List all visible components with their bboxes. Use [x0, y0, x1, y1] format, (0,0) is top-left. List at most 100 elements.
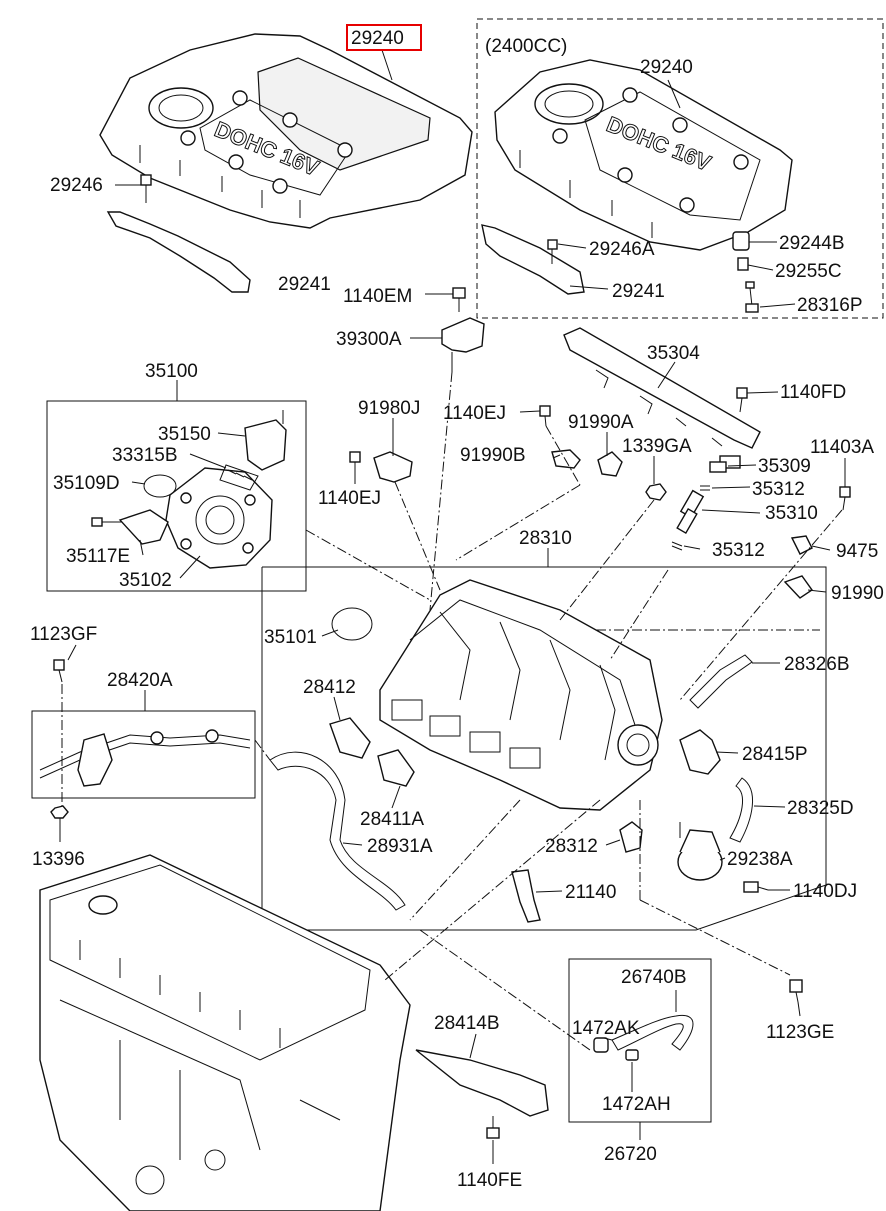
label-26720[interactable]: 26720: [604, 1144, 657, 1165]
engine-cover-alt[interactable]: DOHC 16V: [494, 59, 793, 251]
label-91990[interactable]: 91990: [831, 583, 884, 604]
fuel-rail-35304[interactable]: [563, 327, 761, 469]
label-1472AH[interactable]: 1472AH: [602, 1094, 671, 1115]
label-91980J[interactable]: 91980J: [358, 398, 420, 419]
bolt-28316P[interactable]: [745, 281, 759, 313]
bolt-1140FD[interactable]: [736, 387, 748, 413]
bolt-29246A[interactable]: [547, 239, 558, 264]
bolt-1140DJ[interactable]: [743, 881, 769, 893]
label-9475[interactable]: 9475: [836, 541, 878, 562]
label-35150[interactable]: 35150: [158, 424, 211, 445]
vacuum-pipe-28420A[interactable]: [39, 729, 251, 787]
label-35109D[interactable]: 35109D: [53, 473, 120, 494]
tps-35117E[interactable]: [91, 509, 169, 545]
fitting-1472AH[interactable]: [625, 1049, 639, 1061]
label-1472AK[interactable]: 1472AK: [572, 1018, 640, 1039]
label-1140DJ[interactable]: 1140DJ: [793, 881, 857, 902]
label-28412[interactable]: 28412: [303, 677, 356, 698]
label-28411A[interactable]: 28411A: [360, 809, 424, 830]
grommet-29244B[interactable]: [732, 231, 750, 251]
o-ring-35312-bottom[interactable]: [671, 541, 683, 551]
spacer-29255C[interactable]: [737, 257, 749, 271]
label-29241-left[interactable]: 29241: [278, 274, 331, 295]
label-91990A[interactable]: 91990A: [568, 412, 634, 433]
label-29255C[interactable]: 29255C: [775, 261, 842, 282]
bolt-11403A[interactable]: [839, 486, 851, 511]
sensor-28312[interactable]: [619, 821, 643, 853]
fitting-1472AK[interactable]: [593, 1037, 609, 1053]
gasket-33315B[interactable]: [219, 464, 259, 491]
intake-manifold-28310[interactable]: [379, 579, 663, 811]
label-1123GF[interactable]: 1123GF: [30, 624, 97, 645]
hose-28325D[interactable]: [729, 777, 754, 843]
label-28310[interactable]: 28310: [519, 528, 572, 549]
label-11403A[interactable]: 11403A: [810, 437, 874, 458]
bracket-9475[interactable]: [790, 535, 813, 555]
label-35309[interactable]: 35309: [758, 456, 811, 477]
nut-1339GA[interactable]: [645, 483, 667, 501]
label-28414B[interactable]: 28414B: [434, 1013, 500, 1034]
label-29241-right[interactable]: 29241: [612, 281, 665, 302]
bolt-1140EJ-left[interactable]: [349, 451, 361, 470]
bracket-91990B[interactable]: [551, 449, 581, 469]
label-35101[interactable]: 35101: [264, 627, 317, 648]
bolt-1123GE[interactable]: [789, 979, 803, 1003]
label-1140EM[interactable]: 1140EM: [343, 286, 412, 307]
hose-26740B[interactable]: [611, 1014, 694, 1051]
label-28316P[interactable]: 28316P: [797, 295, 863, 316]
label-35100[interactable]: 35100: [145, 361, 198, 382]
hose-28326B[interactable]: [689, 654, 753, 709]
hose-21140[interactable]: [511, 869, 541, 923]
label-29240-alt[interactable]: 29240: [640, 57, 693, 78]
actuator-29238A[interactable]: [677, 822, 723, 881]
label-29244B[interactable]: 29244B: [779, 233, 845, 254]
label-13396[interactable]: 13396: [32, 849, 85, 870]
label-35117E[interactable]: 35117E: [66, 546, 130, 567]
gasket-35101[interactable]: [331, 607, 373, 641]
label-29246[interactable]: 29246: [50, 175, 103, 196]
label-1123GE[interactable]: 1123GE: [766, 1022, 834, 1043]
label-28931A[interactable]: 28931A: [367, 836, 433, 857]
bolt-29246-left[interactable]: [140, 174, 152, 203]
o-ring-35312-top[interactable]: [700, 485, 710, 491]
label-35312-bottom[interactable]: 35312: [712, 540, 765, 561]
o-ring-35109D[interactable]: [143, 474, 177, 498]
label-26740B[interactable]: 26740B: [621, 967, 687, 988]
bracket-91980J[interactable]: [373, 451, 413, 483]
bolt-1140FE[interactable]: [486, 1116, 500, 1139]
hose-28931A[interactable]: [269, 751, 406, 911]
label-33315B[interactable]: 33315B: [112, 445, 178, 466]
label-35304[interactable]: 35304: [647, 343, 700, 364]
nut-13396[interactable]: [50, 805, 69, 819]
bolt-1140EM[interactable]: [452, 287, 466, 312]
engine-cover-main[interactable]: DOHC 16V: [99, 33, 473, 229]
label-highlighted-29240[interactable]: 29240: [351, 28, 404, 49]
valve-28415P[interactable]: [679, 729, 721, 775]
label-1140FD[interactable]: 1140FD: [780, 382, 846, 403]
label-21140[interactable]: 21140: [565, 882, 616, 903]
sensor-39300A[interactable]: [441, 317, 485, 372]
bolt-1140EJ-top[interactable]: [539, 405, 551, 427]
label-29246A[interactable]: 29246A: [589, 239, 655, 260]
label-28415P[interactable]: 28415P: [742, 744, 808, 765]
label-35102[interactable]: 35102: [119, 570, 172, 591]
label-1140FE[interactable]: 1140FE: [457, 1170, 522, 1191]
label-1140EJ-left[interactable]: 1140EJ: [318, 488, 381, 509]
bolt-1123GF[interactable]: [53, 659, 65, 683]
label-1140EJ-top[interactable]: 1140EJ: [443, 403, 506, 424]
label-28325D[interactable]: 28325D: [787, 798, 854, 819]
bracket-28414B[interactable]: [415, 1049, 549, 1117]
gasket-28411A[interactable]: [377, 749, 415, 787]
label-1339GA[interactable]: 1339GA: [622, 436, 692, 457]
label-29238A[interactable]: 29238A: [727, 849, 793, 870]
bracket-91990A[interactable]: [597, 451, 623, 477]
label-35310[interactable]: 35310: [765, 503, 818, 524]
label-28326B[interactable]: 28326B: [784, 654, 850, 675]
label-39300A[interactable]: 39300A: [336, 329, 402, 350]
label-28312[interactable]: 28312: [545, 836, 598, 857]
gasket-28412[interactable]: [329, 717, 371, 759]
injector-35310[interactable]: [676, 489, 705, 534]
label-28420A[interactable]: 28420A: [107, 670, 173, 691]
bracket-29241-right[interactable]: [481, 224, 585, 295]
label-35312-top[interactable]: 35312: [752, 479, 805, 500]
